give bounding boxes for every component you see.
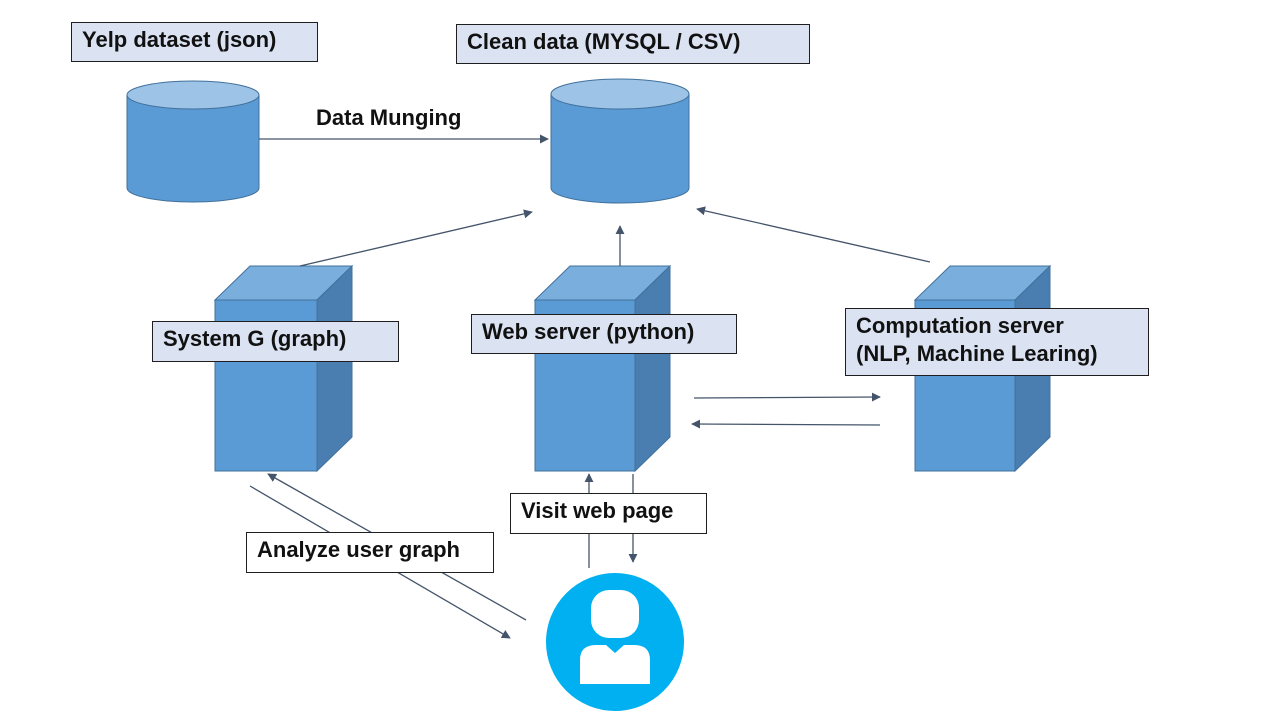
user-icon bbox=[542, 569, 688, 715]
web-server-icon bbox=[533, 264, 672, 473]
yelp-database-icon bbox=[126, 80, 260, 203]
system-g-label: System G (graph) bbox=[152, 321, 399, 362]
computation-server-label-line1: Computation server bbox=[856, 313, 1064, 338]
web-server-label: Web server (python) bbox=[471, 314, 737, 354]
clean-data-database-icon bbox=[550, 78, 690, 204]
system-g-server-icon bbox=[213, 264, 354, 473]
computation-server-label-line2: (NLP, Machine Learing) bbox=[856, 341, 1098, 366]
computation-server-label: Computation server (NLP, Machine Learing… bbox=[845, 308, 1149, 376]
visit-web-page-label: Visit web page bbox=[510, 493, 707, 534]
analyze-user-graph-label: Analyze user graph bbox=[246, 532, 494, 573]
data-munging-label: Data Munging bbox=[316, 105, 462, 130]
computation-to-web-arrow bbox=[691, 419, 881, 429]
system-g-to-clean-data-arrow bbox=[299, 209, 533, 267]
clean-data-label: Clean data (MYSQL / CSV) bbox=[456, 24, 810, 64]
computation-to-clean-data-arrow bbox=[696, 206, 931, 263]
web-to-computation-arrow bbox=[693, 392, 881, 402]
yelp-dataset-label: Yelp dataset (json) bbox=[71, 22, 318, 62]
